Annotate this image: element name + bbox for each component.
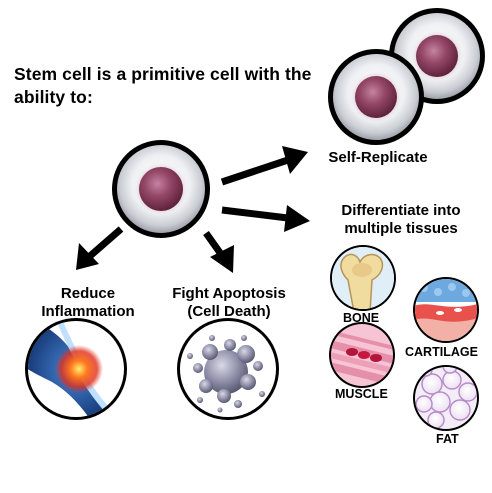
- arrow-reduce-inflammation: [76, 226, 124, 270]
- label-cartilage: CARTILAGE: [405, 345, 478, 359]
- arrow-fight-apoptosis: [203, 230, 234, 273]
- bone-tissue-image: [330, 245, 396, 311]
- fat-tissue-image: [413, 365, 479, 431]
- label-muscle: MUSCLE: [335, 387, 388, 401]
- label-bone: BONE: [343, 311, 380, 325]
- label-differentiate: Differentiate into multiple tissues: [341, 202, 461, 237]
- arrow-self-replicate: [220, 146, 308, 186]
- arrow-differentiate: [221, 205, 310, 232]
- muscle-tissue-image: [329, 322, 395, 388]
- label-reduce-inflammation: Reduce Inflammation: [41, 285, 135, 320]
- replicated-cell-front: [328, 49, 424, 145]
- stem-cell: [112, 140, 210, 238]
- label-fat: FAT: [436, 432, 459, 446]
- label-fight-apoptosis: Fight Apoptosis (Cell Death): [172, 285, 286, 320]
- diagram-title: Stem cell is a primitive cell with the a…: [14, 64, 312, 107]
- apoptosis-cell-image: [177, 318, 279, 420]
- label-self-replicate: Self-Replicate: [328, 149, 428, 166]
- cartilage-tissue-image: [413, 277, 479, 343]
- inflammation-knee-image: [25, 318, 127, 420]
